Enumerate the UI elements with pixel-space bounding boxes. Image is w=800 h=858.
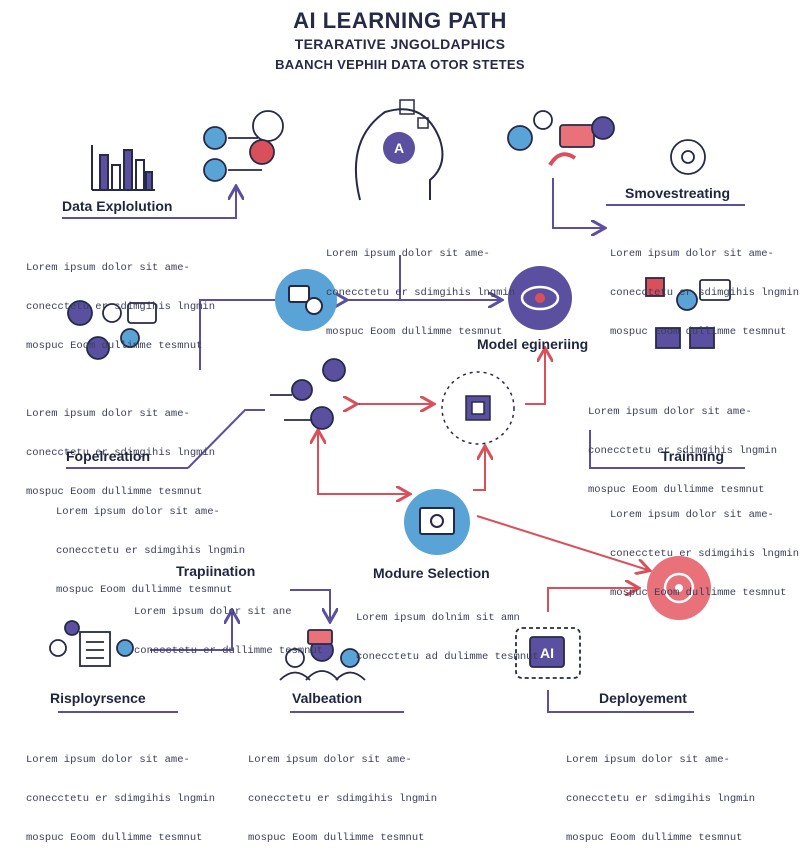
text-left-mid: Lorem ipsum dolor sit ame- conecctetu er…: [26, 408, 216, 498]
head-badge-text: A: [394, 140, 404, 156]
text-center-top: Lorem ipsum dolor sit ame- conecctetu er…: [326, 248, 516, 338]
page-title: AI LEARNING PATH: [293, 8, 507, 33]
label-smovestreating: Smovestreating: [625, 185, 731, 201]
label-valbeation: Valbeation: [292, 690, 363, 706]
label-underlines: [58, 204, 745, 713]
label-fopelreation: Fopelreation: [66, 448, 151, 464]
neural-chip-icon: [441, 371, 515, 445]
text-modure-selection: Lorem ipsum dolnim sit amn conecctetu ad…: [356, 612, 539, 663]
connectors-red: [318, 350, 648, 612]
ai-chip-text: AI: [540, 645, 554, 661]
label-trapiination: Trapiination: [176, 563, 256, 579]
label-training: Trainning: [661, 448, 724, 464]
text-right-mid: Lorem ipsum dolor sit ame- conecctetu er…: [588, 406, 778, 496]
bar-chart-icon: [91, 145, 155, 191]
page-subtitle: TERARATIVE JNGOLDAPHICS: [294, 36, 506, 52]
team-validation-icon: [279, 629, 366, 681]
page-tagline: BAANCH VEPHIH DATA OTOR STETES: [275, 57, 525, 72]
text-fopelreation: Lorem ipsum dolor sit ame- conecctetu er…: [56, 506, 246, 596]
text-data-exploration: Lorem ipsum dolor sit ame- conecctetu er…: [26, 262, 216, 352]
text-valbeation: Lorem ipsum dolor sit ame- conecctetu er…: [248, 754, 438, 844]
network-gears-icon: [67, 300, 157, 360]
label-model-engineering: Model egineriing: [477, 336, 589, 352]
text-smovestreating: Lorem ipsum dolor sit ame- conecctetu er…: [610, 248, 800, 338]
label-modure-selection: Modure Selection: [373, 565, 490, 581]
label-deployement: Deployement: [599, 690, 687, 706]
document-network-icon: [49, 620, 134, 667]
team-gear-icon: [203, 110, 284, 182]
text-risployrsence: Lorem ipsum dolor sit ame- conecctetu er…: [26, 754, 216, 844]
text-training: Lorem ipsum dolor sit ame- conecctetu er…: [610, 509, 800, 599]
ai-chip-icon: [515, 627, 581, 679]
circuit-lock-icon: [270, 358, 346, 430]
text-trapiination: Lorem ipsum dolor sit ane conecctetu er …: [134, 606, 324, 657]
dashboard-icon: [645, 277, 731, 349]
ai-head-icon: [354, 99, 444, 201]
feedback-cluster-icon: [507, 110, 706, 175]
label-data-exploration: Data Explolution: [62, 198, 173, 214]
diagram-canvas: A: [49, 99, 745, 713]
label-risployrsence: Risployrsence: [50, 690, 146, 706]
text-deployement: Lorem ipsum dolor sit ame- conecctetu er…: [566, 754, 756, 844]
